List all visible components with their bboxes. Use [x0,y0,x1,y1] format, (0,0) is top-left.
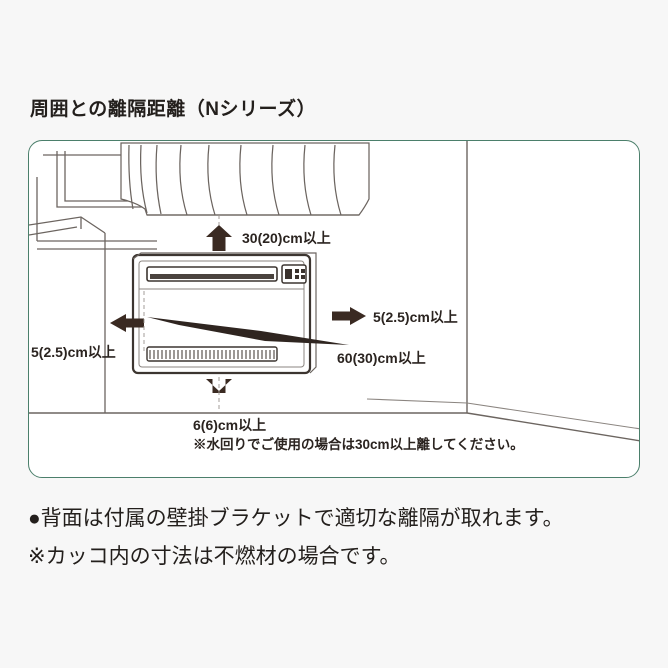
left-cabinet [29,216,106,413]
dimension-guides [143,215,220,413]
control-button-3 [301,269,305,273]
label-water-area-note: ※水回りでご使用の場合は30cm以上離してください。 [193,436,524,452]
page-title: 周囲との離隔距離（Nシリーズ） [30,98,317,120]
arrow-right-icon [332,307,366,325]
control-button-4 [295,275,299,279]
label-left-clearance: 5(2.5)cm以上 [31,344,116,360]
arrow-down-icon [206,379,232,393]
curtain-fold-1 [128,144,134,210]
front-leader-wedge [147,317,349,345]
clearance-arrows [110,225,366,393]
heater-side-perspective [132,252,317,374]
cabinet-top-face [29,216,106,234]
arrow-left-icon [110,314,144,332]
curtain-fold-3 [155,144,162,215]
heater-bottom-grille [146,346,278,362]
curtain-body [120,142,370,216]
heater-grille-slats [149,350,275,359]
note-item: ※カッコ内の寸法は不燃材の場合です。 [28,545,401,568]
heater-body-inner-outline [138,260,305,368]
control-button-1 [285,269,292,279]
clearance-diagram-frame: 30(20)cm以上 5(2.5)cm以上 60(30)cm以上 5(2.5)c… [28,140,640,478]
curtain-fold-7 [271,144,280,216]
heater-unit [131,252,317,375]
cabinet-top-edge [29,226,78,236]
curtain-fold-9 [333,144,342,216]
arrow-up-icon [206,225,232,251]
room-walls [29,141,639,442]
label-front-clearance: 60(30)cm以上 [337,350,426,366]
baseboard-line-far-right [466,402,639,430]
curtain [120,142,370,216]
curtain-fold-4 [179,144,188,216]
curtain-fold-8 [303,144,312,216]
curtain-fold-2 [139,144,148,214]
notes-list: ●背面は付属の壁掛ブラケットで適切な離隔が取れます。 ※カッコ内の寸法は不燃材の… [28,500,648,576]
label-bottom-clearance: 6(6)cm以上 [193,417,266,433]
heater-body [131,253,312,375]
front-clearance-leader [147,317,349,345]
curtain-fold-5 [207,144,216,216]
floor-line-right [466,412,639,442]
note-item: ●背面は付属の壁掛ブラケットで適切な離隔が取れます。 [28,507,564,530]
clearance-labels: 30(20)cm以上 5(2.5)cm以上 60(30)cm以上 5(2.5)c… [31,230,524,452]
control-button-2 [295,269,299,273]
window-frame-top-left [43,145,126,156]
heater-top-outlet-shadow [150,274,274,279]
label-right-clearance: 5(2.5)cm以上 [373,309,458,325]
label-top-clearance: 30(20)cm以上 [242,230,331,246]
baseboard-line-right [366,398,468,404]
clearance-diagram: 30(20)cm以上 5(2.5)cm以上 60(30)cm以上 5(2.5)c… [29,141,639,452]
control-button-5 [301,275,305,279]
curtain-fold-6 [239,144,248,216]
